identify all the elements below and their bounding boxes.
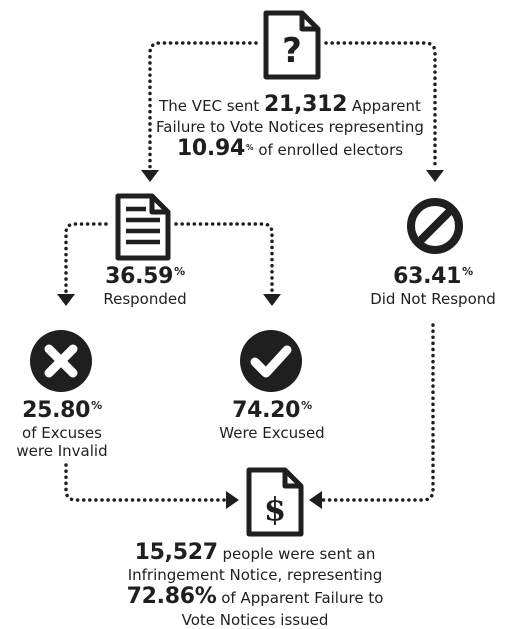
svg-text:?: ? [282, 31, 302, 71]
responded-block: 36.59% Responded [80, 264, 210, 308]
responded-value: 36.59 [105, 264, 174, 289]
responded-label: Responded [103, 290, 187, 309]
intro-line-2: Failure to Vote Notices representing [156, 118, 424, 137]
excused-block: 74.20% Were Excused [206, 398, 338, 442]
intro-text: The VEC sent 21,312 Apparent Failure to … [140, 92, 440, 163]
invalid-block: 25.80% of Excuses were Invalid [0, 398, 124, 460]
dollar-document-icon: $ [246, 467, 304, 537]
dollar-symbol: $ [264, 490, 286, 528]
not-responded-label: Did Not Respond [370, 290, 496, 309]
arrowhead-not-responded [426, 170, 444, 182]
invalid-label-line-2: were Invalid [16, 442, 108, 461]
intro-line-3: 10.94% of enrolled electors [176, 136, 404, 162]
connector-top-left [148, 41, 258, 170]
enrolled-percent: 10.94 [176, 136, 246, 162]
infringement-text: 15,527 people were sent an Infringement … [90, 540, 420, 629]
connector-invalid-down [64, 463, 227, 502]
cross-circle-icon [30, 330, 92, 392]
arrowhead-into-infringement-right [309, 491, 322, 509]
excused-label: Were Excused [219, 424, 325, 443]
intro-line-1: The VEC sent 21,312 Apparent [159, 92, 421, 117]
question-document-icon: ? [263, 10, 321, 80]
arrowhead-responded [141, 170, 159, 182]
arrowhead-into-infringement-left [226, 491, 239, 509]
document-lines-icon [115, 193, 171, 261]
arrowhead-invalid [57, 294, 75, 306]
excused-value: 74.20 [232, 398, 301, 423]
invalid-label-line-1: of Excuses [22, 424, 102, 443]
check-circle-icon [240, 330, 302, 392]
infringement-line-2: Infringement Notice, representing [127, 566, 383, 585]
invalid-value: 25.80 [22, 398, 91, 423]
connector-responded-left [64, 222, 108, 294]
arrowhead-excused [263, 294, 281, 306]
infringement-line-4: Vote Notices issued [181, 610, 329, 629]
notices-sent-count: 21,312 [264, 92, 348, 117]
not-responded-block: 63.41% Did Not Respond [360, 264, 506, 308]
prohibited-icon [407, 198, 463, 254]
connector-top-right [324, 41, 437, 170]
infringement-line-3: 72.86% of Apparent Failure to [126, 584, 384, 610]
infringement-line-1: 15,527 people were sent an [134, 540, 376, 565]
connector-noresponse-down [321, 323, 435, 502]
connector-responded-right [174, 222, 274, 294]
not-responded-value: 63.41 [393, 264, 462, 289]
infringement-percent: 72.86% [126, 584, 217, 610]
infringement-count: 15,527 [134, 540, 218, 565]
